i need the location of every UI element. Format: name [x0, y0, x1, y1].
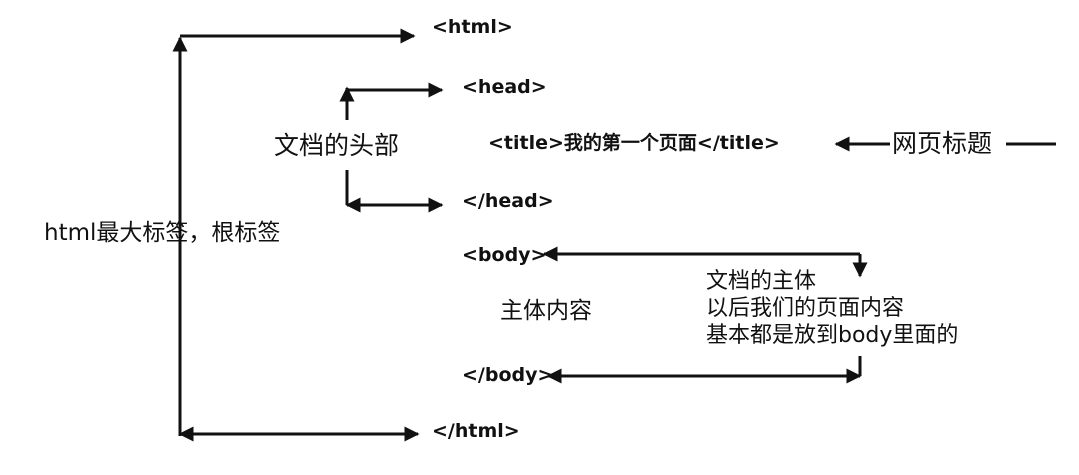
body-open-tag: <body>: [462, 244, 547, 266]
doc-head-annotation: 文档的头部: [274, 131, 400, 160]
body-close-tag: </body>: [462, 364, 554, 386]
head-open-tag: <head>: [462, 76, 547, 98]
root-tag-annotation: html最大标签，根标签: [44, 220, 281, 246]
html-close-tag: </html>: [432, 420, 520, 442]
doc-body-line-3: 基本都是放到body里面的: [706, 323, 959, 348]
doc-body-line-1: 文档的主体: [706, 269, 817, 294]
page-title-annotation: 网页标题: [892, 129, 993, 158]
body-content-annotation: 主体内容: [500, 298, 592, 324]
head-close-tag: </head>: [462, 190, 554, 212]
doc-body-annotation: 文档的主体 以后我们的页面内容 基本都是放到body里面的: [706, 268, 958, 349]
doc-body-line-2: 以后我们的页面内容: [706, 296, 905, 321]
title-tag-line: <title>我的第一个页面</title>: [488, 132, 780, 154]
html-open-tag: <html>: [432, 16, 513, 38]
